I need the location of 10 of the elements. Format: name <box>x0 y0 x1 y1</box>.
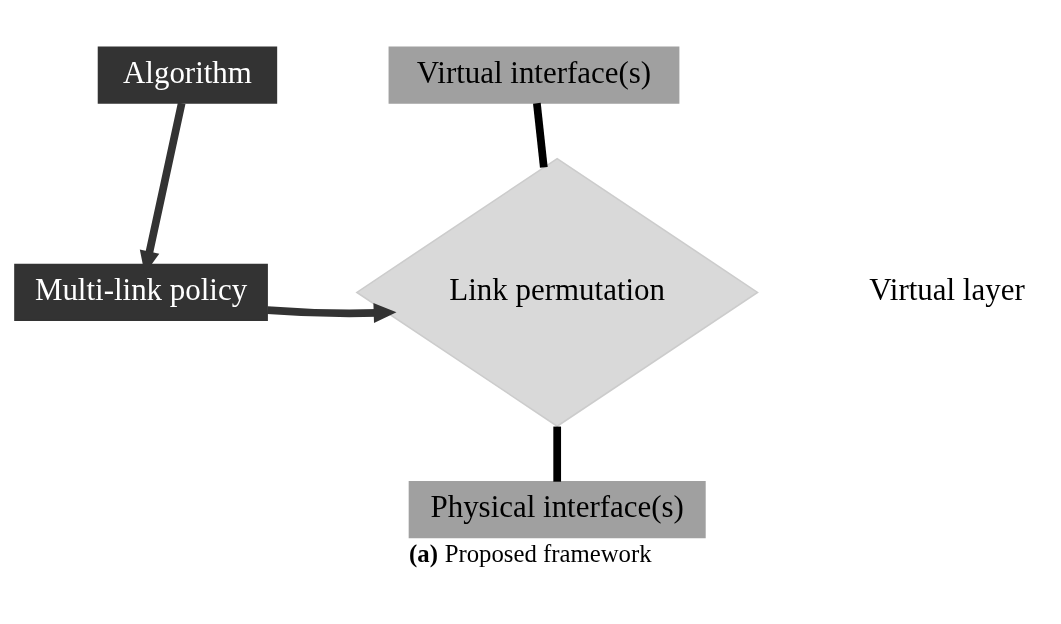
connector <box>553 426 562 482</box>
label: Virtual layer <box>869 271 1025 307</box>
node-diamond: Link permutation <box>355 157 759 427</box>
caption: (a) Proposed framework <box>409 539 652 567</box>
connector <box>533 102 548 168</box>
node-box: Multi-link policy <box>14 263 268 321</box>
node-box: Virtual interface(s) <box>388 45 680 104</box>
arrow <box>267 302 397 323</box>
node-box: Algorithm <box>97 45 278 104</box>
node-box: Physical interface(s) <box>408 480 706 538</box>
